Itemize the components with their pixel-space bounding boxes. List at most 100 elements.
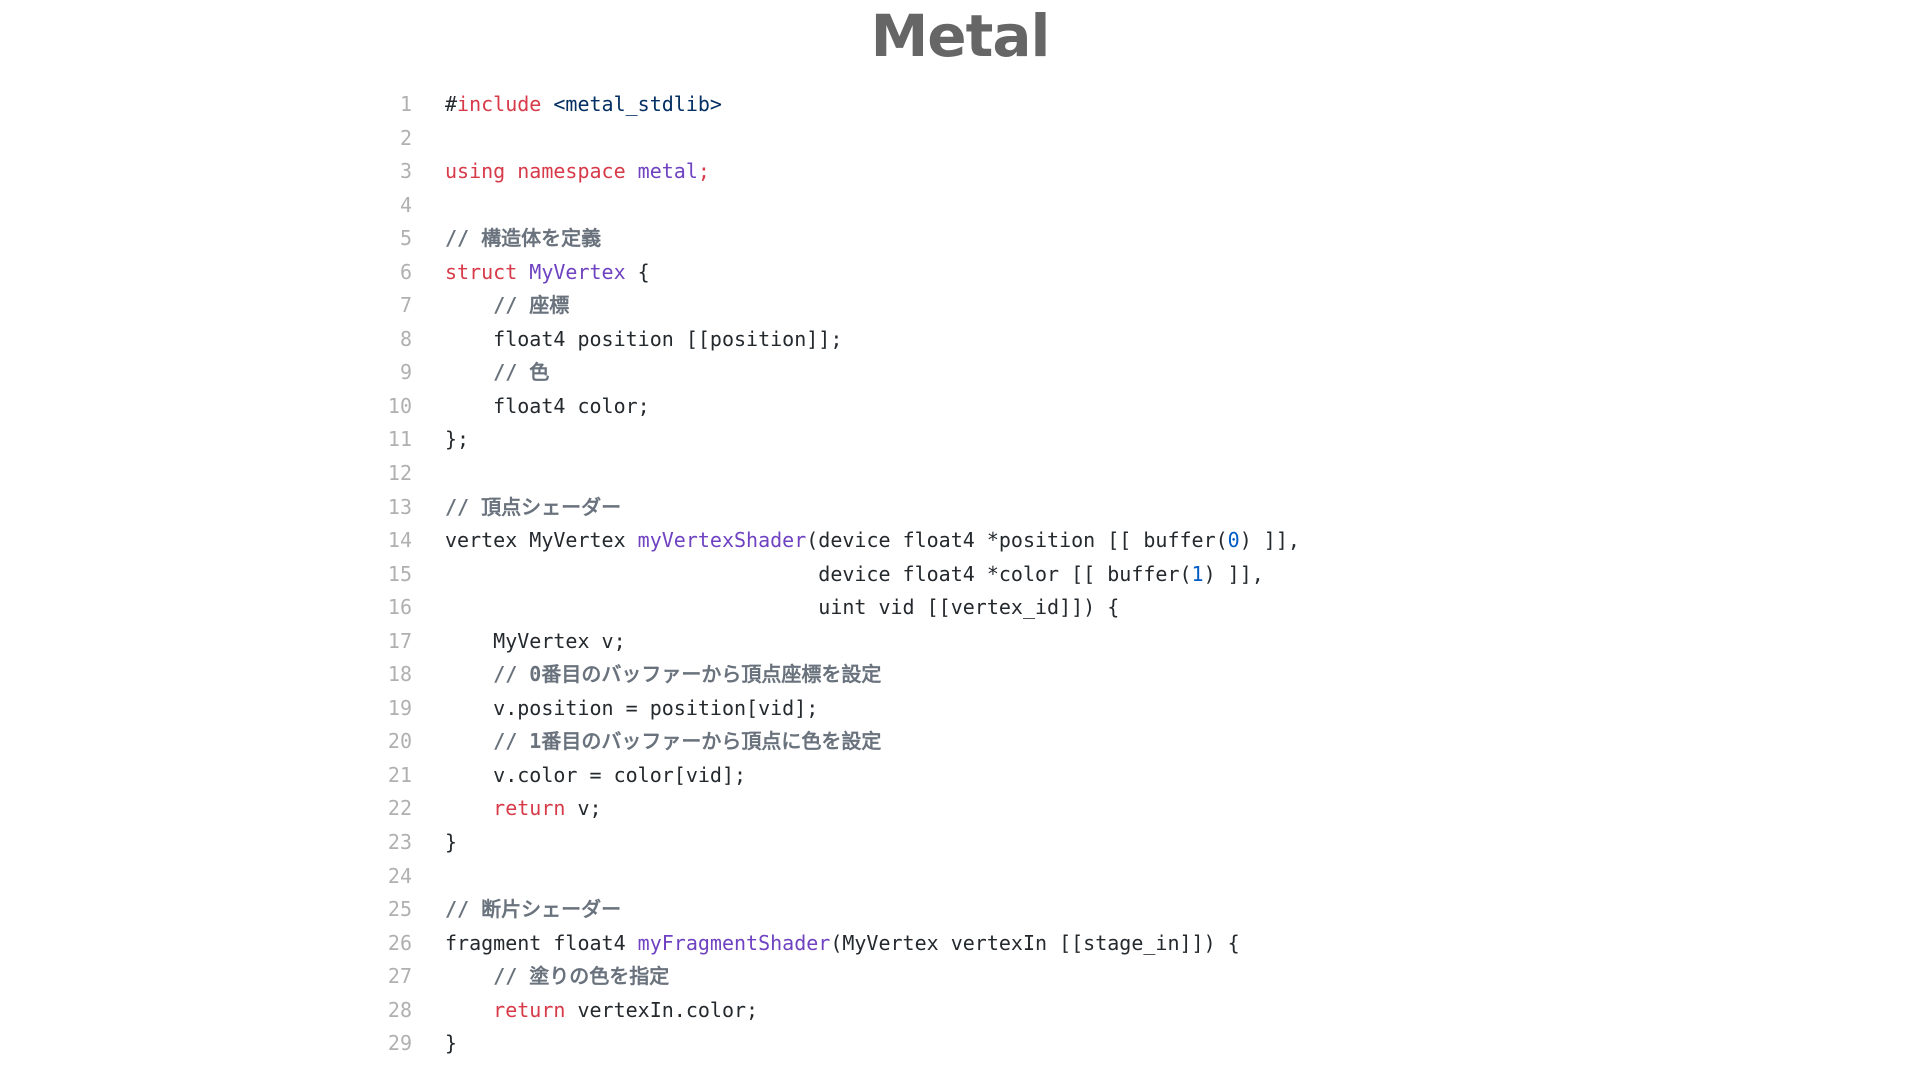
page-title: Metal xyxy=(870,2,1051,70)
line-number: 21 xyxy=(387,762,412,787)
code-text: device float4 *color [[ buffer(1) ]], xyxy=(445,558,1264,592)
keyword-token: return xyxy=(493,796,566,821)
line-number: 14 xyxy=(387,528,412,553)
code-text: fragment float4 myFragmentShader(MyVerte… xyxy=(445,927,1240,961)
line-number: 12 xyxy=(387,461,412,486)
code-line: 8 float4 position [[position]]; xyxy=(0,323,1300,357)
code-line: 23} xyxy=(0,826,1300,860)
function-token: metal xyxy=(637,159,698,184)
code-line: 7 // 座標 xyxy=(0,289,1300,323)
code-line: 22 return v; xyxy=(0,792,1300,826)
code-line: 29} xyxy=(0,1027,1300,1061)
code-line: 5 // 構造体を定義 xyxy=(0,222,1300,256)
comment-token: // 構造体を定義 xyxy=(445,226,602,251)
code-text: // 座標 xyxy=(445,289,569,323)
code-token: float4 position [[position]]; xyxy=(445,326,843,351)
code-token: (MyVertex vertexIn [[stage_in]]) { xyxy=(830,930,1240,955)
line-number: 13 xyxy=(387,494,412,519)
line-number: 27 xyxy=(387,964,412,989)
code-line: 9 // 色 xyxy=(0,356,1300,390)
code-token: (device float4 *position [[ buffer( xyxy=(806,528,1228,553)
code-text: // 1番目のバッファーから頂点に色を設定 xyxy=(445,725,881,759)
line-number: 29 xyxy=(387,1031,412,1056)
code-line: 6 struct MyVertex { xyxy=(0,256,1300,290)
code-line: 18 // 0番目のバッファーから頂点座標を設定 xyxy=(0,658,1300,692)
code-token: }; xyxy=(445,427,470,452)
code-token: { xyxy=(625,259,650,284)
line-number: 9 xyxy=(399,360,412,385)
code-line: 1#include <metal_stdlib> xyxy=(0,88,1300,122)
code-token xyxy=(541,92,553,116)
code-token: # xyxy=(445,92,458,116)
code-text: float4 color; xyxy=(445,390,650,424)
code-token: uint vid [[vertex_id]]) { xyxy=(445,595,1120,620)
code-token: v.position = position[vid]; xyxy=(445,695,819,720)
comment-token: // 座標 xyxy=(493,293,570,318)
code-token xyxy=(445,796,493,820)
line-number: 10 xyxy=(387,393,412,418)
code-text: } xyxy=(445,826,457,860)
code-token: float4 color; xyxy=(445,393,650,418)
line-number: 2 xyxy=(399,125,412,150)
code-token: } xyxy=(445,1031,458,1056)
line-number: 16 xyxy=(387,595,412,620)
string-token: <metal_stdlib> xyxy=(553,92,722,116)
code-token xyxy=(445,662,493,686)
code-line: 14 vertex MyVertex myVertexShader(device … xyxy=(0,524,1300,558)
code-text: using namespace metal; xyxy=(445,155,710,189)
function-token: myVertexShader xyxy=(637,528,807,553)
code-text: // 断片シェーダー xyxy=(445,893,621,927)
function-token: MyVertex xyxy=(529,259,626,284)
code-text: // 塗りの色を指定 xyxy=(445,960,669,994)
code-line: 26 fragment float4 myFragmentShader(MyVer… xyxy=(0,927,1300,961)
code-line: 11}; xyxy=(0,423,1300,457)
line-number: 26 xyxy=(387,930,412,955)
code-token: v; xyxy=(565,796,602,821)
code-text: v.position = position[vid]; xyxy=(445,692,818,726)
line-number: 24 xyxy=(387,863,412,888)
line-number: 22 xyxy=(387,796,412,821)
code-line: 28 return vertexIn.color; xyxy=(0,994,1300,1028)
code-text: struct MyVertex { xyxy=(445,256,650,290)
keyword-token: include xyxy=(457,92,542,116)
code-text: // 頂点シェーダー xyxy=(445,491,621,525)
line-number: 18 xyxy=(387,662,412,687)
number-token: 1 xyxy=(1191,561,1204,586)
code-token: vertexIn.color; xyxy=(565,997,759,1022)
code-line: 27 // 塗りの色を指定 xyxy=(0,960,1300,994)
comment-token: // 1番目のバッファーから頂点に色を設定 xyxy=(493,729,882,754)
line-number: 6 xyxy=(399,259,412,284)
code-token: vertex MyVertex xyxy=(445,528,638,553)
comment-token: // 断片シェーダー xyxy=(445,897,622,922)
keyword-token: ; xyxy=(697,159,710,184)
code-line: 19 v.position = position[vid]; xyxy=(0,692,1300,726)
code-token xyxy=(445,293,493,317)
code-line: 15 device float4 *color [[ buffer(1) ]], xyxy=(0,558,1300,592)
line-number: 25 xyxy=(387,897,412,922)
code-text: return vertexIn.color; xyxy=(445,994,758,1028)
code-text: vertex MyVertex myVertexShader(device fl… xyxy=(445,524,1300,558)
code-token xyxy=(445,729,493,753)
code-text: uint vid [[vertex_id]]) { xyxy=(445,591,1119,625)
code-line: 13 // 頂点シェーダー xyxy=(0,491,1300,525)
line-number: 28 xyxy=(387,997,412,1022)
line-number: 5 xyxy=(399,226,412,251)
code-text: }; xyxy=(445,423,469,457)
comment-token: // 頂点シェーダー xyxy=(445,494,622,519)
code-text: } xyxy=(445,1027,457,1061)
line-number: 15 xyxy=(387,561,412,586)
code-token xyxy=(445,360,493,384)
code-line: 17 MyVertex v; xyxy=(0,625,1300,659)
code-line: 20 // 1番目のバッファーから頂点に色を設定 xyxy=(0,725,1300,759)
line-number: 23 xyxy=(387,830,412,855)
code-text: #include <metal_stdlib> xyxy=(445,88,722,122)
code-line: 24 xyxy=(0,860,1300,894)
function-token: myFragmentShader xyxy=(637,930,831,955)
line-number: 4 xyxy=(399,192,412,217)
code-token: ) ]], xyxy=(1239,528,1300,553)
code-line: 4 xyxy=(0,189,1300,223)
code-text: // 色 xyxy=(445,356,549,390)
line-number: 7 xyxy=(399,293,412,318)
